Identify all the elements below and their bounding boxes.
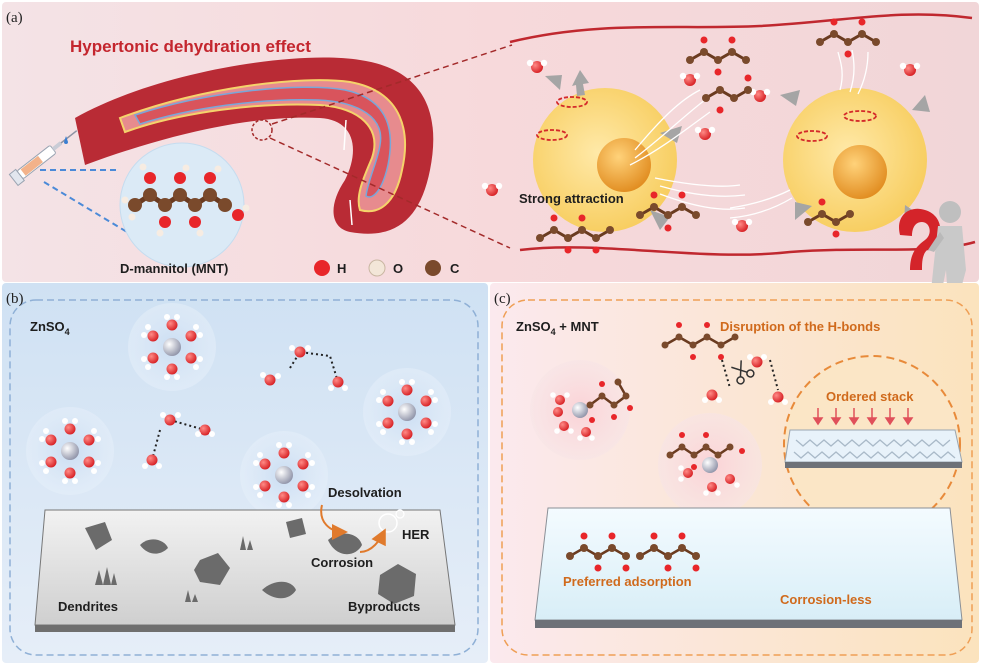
her-bubble (378, 513, 398, 533)
legend-h-label: H (337, 261, 346, 276)
panel-c-electrolyte: ZnSO4 + MNT (516, 319, 599, 337)
panel-a-label: (a) (6, 10, 23, 26)
panel-a-title: Hypertonic dehydration effect (70, 37, 311, 56)
blood-vessel (75, 57, 434, 234)
desolvation-label: Desolvation (328, 485, 402, 500)
ordered-stack-label: Ordered stack (826, 389, 914, 404)
panel-c-frame (501, 299, 973, 656)
legend-h-swatch (314, 260, 330, 276)
dendrites-label: Dendrites (58, 599, 118, 614)
adsorbed-mannitol (566, 532, 700, 572)
legend-c-swatch (425, 260, 441, 276)
mnt-label: D-mannitol (MNT) (120, 261, 228, 276)
hbond-disruption (661, 322, 788, 405)
hbond-label: Disruption of the H-bonds (720, 319, 880, 334)
legend-o-swatch (368, 259, 386, 277)
cell-right-nucleus (833, 145, 887, 199)
corrosion-less-label: Corrosion-less (780, 592, 872, 607)
mnt-zn-complexes (530, 360, 762, 517)
legend-c-label: C (450, 261, 460, 276)
droplet-icon (64, 136, 68, 144)
her-arrow (359, 528, 386, 553)
corrosion-label: Corrosion (311, 555, 373, 570)
syringe-icon (8, 130, 78, 187)
panel-c-label: (c) (494, 291, 511, 307)
her-bubble-small (395, 509, 405, 519)
scissors-icon (731, 360, 755, 385)
zoom-line-top (271, 44, 513, 125)
solvated-zn-clusters-b (26, 303, 451, 519)
zinc-anode-b (34, 509, 456, 632)
byproducts-label: Byproducts (348, 599, 420, 614)
panel-b-label: (b) (6, 291, 24, 307)
attraction-lines (629, 49, 869, 219)
mnt-connector-d (43, 181, 133, 236)
panel-b-electrolyte: ZnSO4 (30, 319, 70, 337)
strong-attraction-label: Strong attraction (519, 191, 624, 206)
water-networks-b (142, 345, 348, 469)
zoom-line-bottom (269, 137, 511, 249)
water-molecules-a (481, 59, 921, 232)
panel-b-frame (9, 299, 479, 656)
ordered-stack (784, 429, 963, 468)
legend-o-label: O (393, 261, 403, 276)
deposition-arrows (812, 408, 914, 426)
preferred-adsorption-label: Preferred adsorption (563, 574, 692, 589)
desolvation-arrow (320, 504, 348, 540)
mannitol-atoms-a (536, 18, 880, 254)
atom-legend: H O C (314, 259, 460, 277)
mannitol-molecule-large (121, 163, 250, 237)
water-channels (536, 96, 877, 142)
zinc-anode-c (534, 507, 963, 628)
her-label: HER (402, 527, 430, 542)
cell-left-nucleus (597, 138, 651, 192)
vessel-wall-top (509, 13, 973, 44)
